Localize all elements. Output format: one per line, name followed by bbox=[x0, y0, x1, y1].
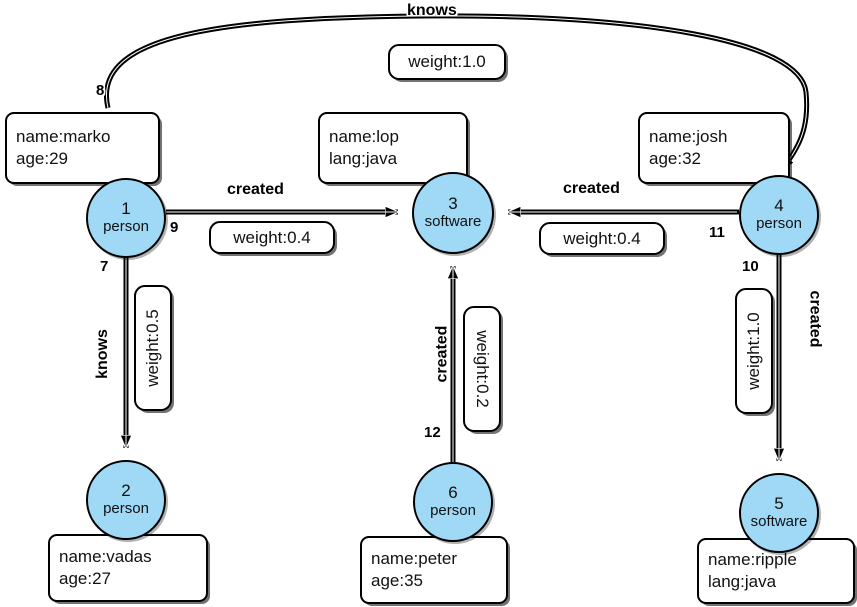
vertex-id: 6 bbox=[448, 483, 458, 503]
edge-weight-box-12: weight:0.2 bbox=[463, 306, 501, 432]
vertex-label: person bbox=[430, 502, 476, 520]
vertex-2[interactable]: 2 person bbox=[86, 460, 166, 540]
property-box-vertex-3: name:lop lang:java bbox=[318, 112, 468, 184]
edge-8-knows[interactable] bbox=[102, 11, 812, 173]
vertex-label: person bbox=[103, 500, 149, 518]
vertex-id: 2 bbox=[121, 481, 131, 501]
edge-weight-box-8: weight:1.0 bbox=[388, 44, 506, 80]
edge-label-created-10: created bbox=[806, 290, 824, 348]
property-row: name:ripple bbox=[708, 549, 797, 569]
edge-label-created-12: created bbox=[433, 325, 451, 383]
edge-id-8: 8 bbox=[96, 82, 105, 99]
property-row: lang:java bbox=[708, 572, 777, 591]
property-row: name:vadas bbox=[59, 546, 152, 566]
edge-weight-label: weight:0.4 bbox=[233, 227, 311, 247]
edge-weight-label: weight:0.5 bbox=[143, 309, 162, 387]
vertex-label: software bbox=[424, 213, 482, 231]
edge-id-9: 9 bbox=[170, 219, 179, 236]
property-row: name:lop bbox=[329, 126, 399, 146]
vertex-label: person bbox=[756, 215, 802, 233]
edge-label-knows-7: knows bbox=[93, 329, 111, 379]
property-box-vertex-1: name:marko age:29 bbox=[5, 112, 160, 184]
edge-id-12: 12 bbox=[424, 424, 441, 441]
edge-label-created-11: created bbox=[563, 180, 620, 197]
edge-weight-box-10: weight:1.0 bbox=[735, 288, 773, 414]
property-row: age:32 bbox=[649, 149, 701, 168]
edge-id-11: 11 bbox=[709, 224, 725, 241]
edge-weight-label: weight:0.4 bbox=[563, 228, 641, 248]
vertex-label: person bbox=[103, 218, 149, 236]
property-row: age:29 bbox=[16, 149, 68, 168]
vertex-4[interactable]: 4 person bbox=[739, 175, 819, 255]
vertex-6[interactable]: 6 person bbox=[413, 462, 493, 542]
edge-weight-box-9: weight:0.4 bbox=[209, 221, 335, 254]
vertex-id: 5 bbox=[774, 494, 784, 514]
edge-label-created-9: created bbox=[227, 181, 284, 198]
property-box-vertex-2: name:vadas age:27 bbox=[48, 534, 208, 602]
edge-weight-box-11: weight:0.4 bbox=[539, 222, 665, 255]
edge-id-7: 7 bbox=[100, 258, 109, 275]
property-row: name:josh bbox=[649, 126, 728, 146]
vertex-label: software bbox=[750, 513, 808, 531]
edge-weight-box-7: weight:0.5 bbox=[134, 285, 172, 411]
property-box-vertex-6: name:peter age:35 bbox=[360, 536, 508, 604]
edge-id-10: 10 bbox=[742, 258, 759, 275]
property-row: age:35 bbox=[371, 571, 423, 590]
vertex-3[interactable]: 3 software bbox=[412, 172, 494, 254]
property-row: name:marko bbox=[16, 126, 111, 146]
property-row: name:peter bbox=[371, 548, 457, 568]
vertex-1[interactable]: 1 person bbox=[86, 178, 166, 258]
vertex-5[interactable]: 5 software bbox=[739, 473, 819, 553]
property-row: age:27 bbox=[59, 569, 111, 588]
edge-weight-label: weight:0.2 bbox=[473, 330, 492, 408]
edge-weight-label: weight:1.0 bbox=[744, 312, 763, 390]
vertex-id: 3 bbox=[448, 194, 458, 214]
vertex-id: 4 bbox=[774, 196, 784, 216]
property-row: lang:java bbox=[329, 149, 398, 168]
edge-weight-label: weight:1.0 bbox=[408, 52, 486, 71]
property-box-vertex-4: name:josh age:32 bbox=[638, 112, 790, 184]
vertex-id: 1 bbox=[121, 199, 131, 219]
edge-label-knows-8: knows bbox=[407, 2, 457, 19]
